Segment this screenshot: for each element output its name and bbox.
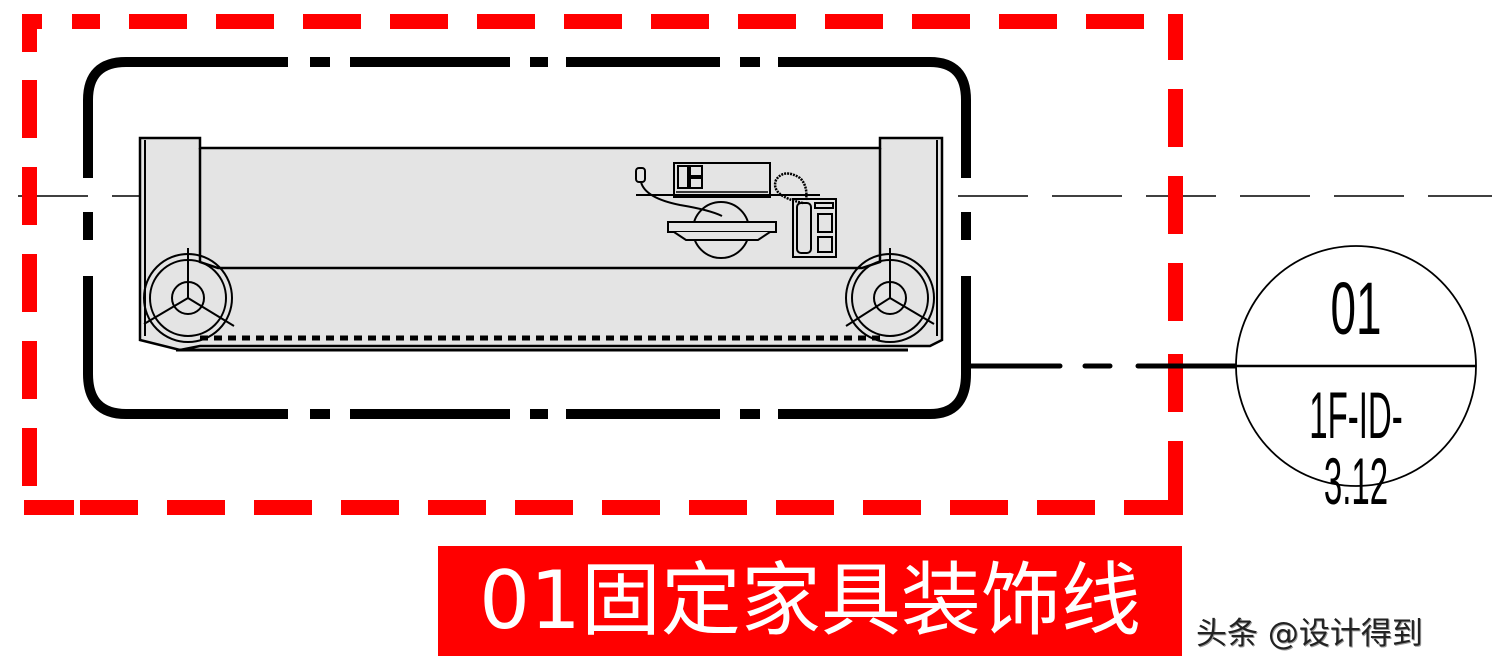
rounded-boundary (83, 57, 971, 419)
left-swivel-chair (143, 248, 235, 343)
mouse-icon (635, 167, 646, 183)
caption-banner: 01固定家具装饰线 (438, 546, 1182, 656)
right-swivel-chair (845, 248, 935, 343)
caption-title: 01固定家具装饰线 (479, 554, 1141, 647)
red-dashed-highlight-frame (22, 14, 1183, 515)
detail-number: 01 (1330, 267, 1382, 350)
telephone-icon (773, 172, 837, 258)
watermark: 头条 @设计得到 (1196, 616, 1423, 652)
computer-equipment (635, 162, 837, 259)
detail-reference: 1F-ID-3.12 (1309, 378, 1403, 518)
detail-callout (1235, 245, 1477, 487)
